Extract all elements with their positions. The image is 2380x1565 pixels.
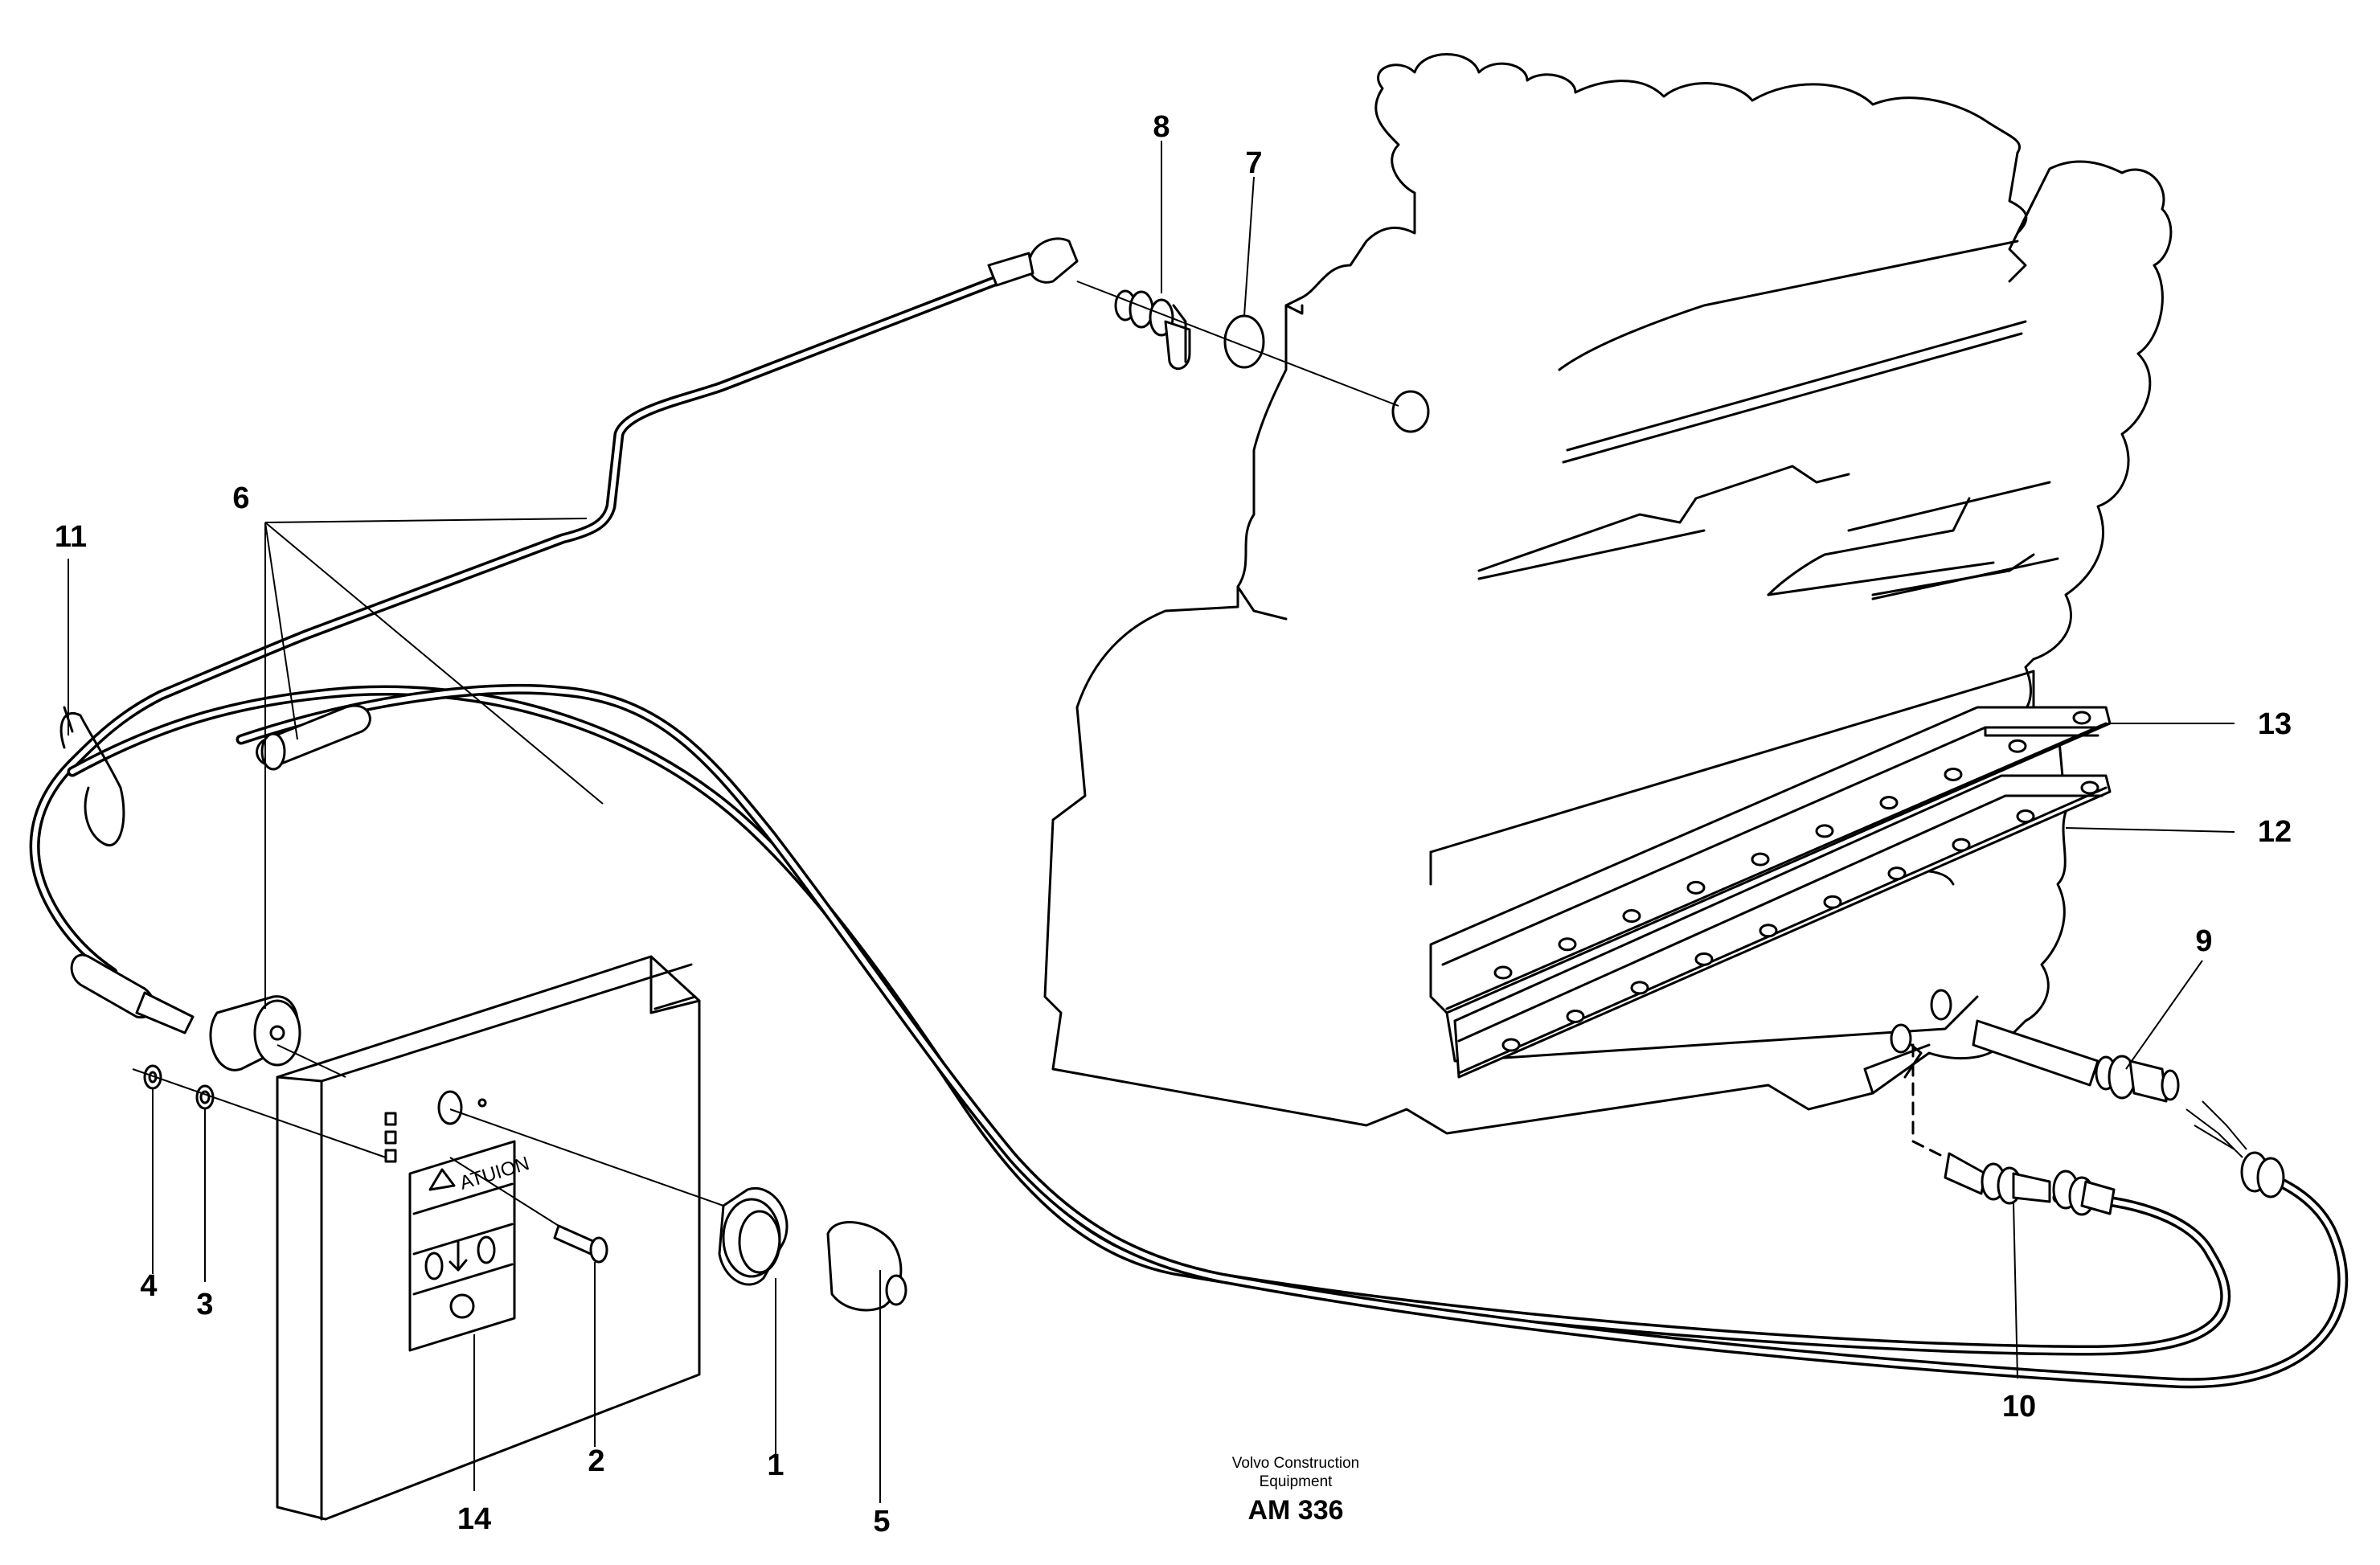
plug-assembly-line: [1076, 281, 1399, 407]
panel-socket: [718, 1186, 789, 1286]
callout-10: 10: [2002, 1390, 2036, 1424]
plate-holes: [384, 1090, 487, 1163]
bolt-hole: [1879, 796, 1899, 810]
bolt-hole: [1815, 824, 1834, 838]
heater-element-lower: [1453, 774, 2112, 1079]
bolt-hole: [1952, 838, 1971, 852]
cable-connector-upper: [256, 704, 371, 771]
bolt-hole: [2016, 809, 2035, 824]
callout-3: 3: [196, 1288, 213, 1321]
callout-13: 13: [2258, 707, 2292, 741]
mounting-screw: [553, 1224, 608, 1264]
callout-12: 12: [2258, 815, 2292, 849]
bolt-hole: [1622, 909, 1641, 924]
callout-14: 14: [457, 1502, 491, 1536]
engine-connector: [987, 237, 1079, 287]
callout-6: 6: [232, 481, 249, 515]
callout-2: 2: [588, 1444, 604, 1478]
bolt-hole: [1887, 866, 1907, 881]
bolt-hole: [2080, 780, 2099, 795]
socket-cap: [826, 1221, 907, 1312]
callout-1: 1: [767, 1448, 784, 1482]
engine-heater-plug: [1114, 289, 1191, 371]
bolt-hole: [1501, 1038, 1521, 1052]
callout-8: 8: [1153, 110, 1170, 144]
callout-4: 4: [140, 1269, 157, 1303]
callout-11: 11: [55, 520, 87, 554]
washer: [195, 1084, 215, 1110]
bolt-hole: [1630, 981, 1649, 995]
plug-hole: [1391, 390, 1430, 433]
callouts: 1 2 3 4 5 6 7 8 9 10 11 12 13 14: [55, 110, 2292, 1538]
panel-socket-connector: [209, 995, 301, 1071]
bolt-hole: [1566, 1009, 1585, 1023]
bolt-hole: [2008, 739, 2027, 753]
right-side-plug: [1890, 989, 2180, 1103]
callout-7: 7: [1245, 146, 1262, 180]
heater-bolt-holes: [1493, 711, 2099, 1052]
bolt-hole: [1823, 895, 1842, 909]
assembly-lines: [132, 1044, 724, 1227]
warning-decal: ATUION: [408, 1140, 532, 1352]
caption-code: AM 336: [1247, 1495, 1343, 1526]
bolt-hole: [2072, 711, 2091, 725]
right-cable-plug: [1944, 1100, 2285, 1216]
bolt-hole: [1759, 924, 1778, 938]
callout-5: 5: [873, 1505, 890, 1538]
bolt-hole: [1751, 852, 1770, 866]
bolt-hole: [1493, 965, 1513, 980]
caption-line-2: Equipment: [1260, 1473, 1333, 1490]
caption-line-1: Volvo Construction: [1232, 1455, 1359, 1472]
cable-harness: [29, 252, 2349, 1389]
bolt-hole: [1694, 952, 1714, 966]
bolt-hole: [1686, 880, 1706, 895]
right-assembly-line: [1911, 1043, 1947, 1159]
figure-caption: Volvo Construction Equipment AM 336: [1232, 1455, 1359, 1526]
bolt-hole: [1558, 937, 1577, 952]
cable-connector-lower: [70, 953, 195, 1034]
nut: [143, 1064, 162, 1090]
leader-lines: [68, 141, 2235, 1503]
bolt-hole: [1944, 767, 1963, 781]
callout-9: 9: [2195, 924, 2212, 958]
